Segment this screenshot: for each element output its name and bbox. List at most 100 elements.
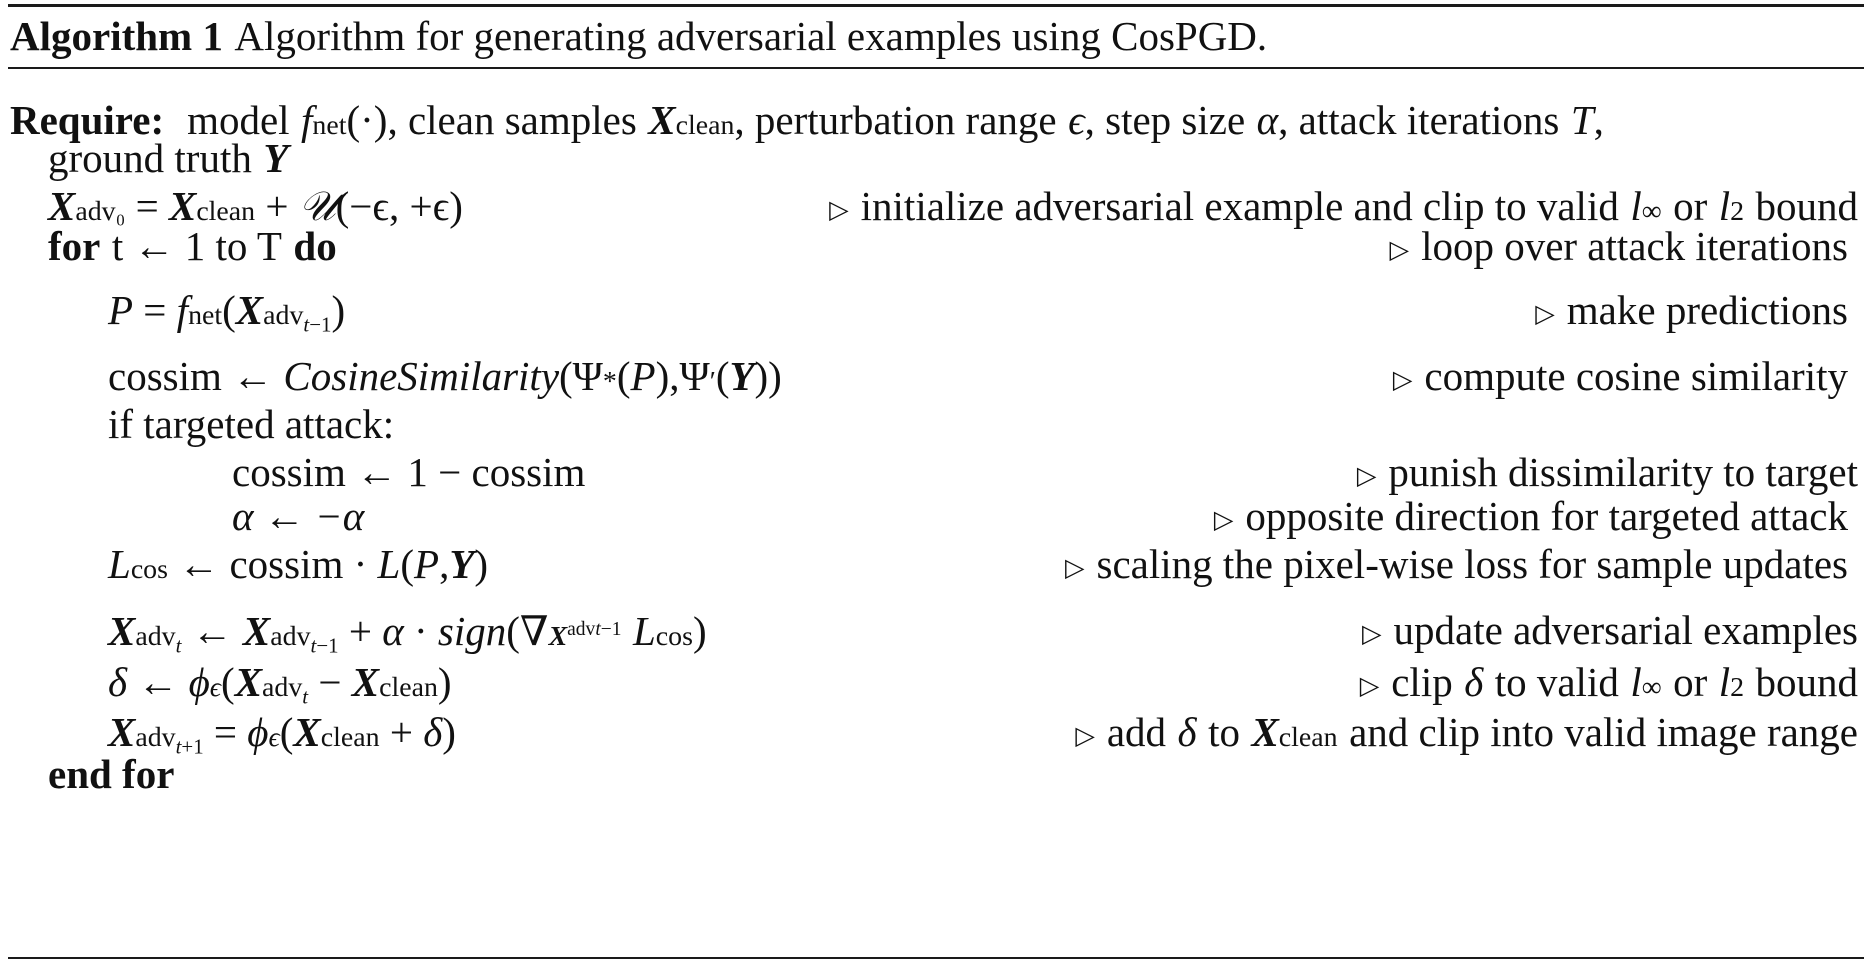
comment-cosine-text: compute cosine similarity <box>1424 353 1848 399</box>
algorithm-label: Algorithm 1 <box>10 13 223 59</box>
math-X: X <box>48 183 76 229</box>
comment-loop-text: loop over attack iterations <box>1421 223 1848 269</box>
for-body: t ← 1 to T <box>111 223 282 269</box>
cossim-code: cossim ← CosineSimilarity (Ψ*(P), Ψ′(Y)) <box>108 346 782 412</box>
init-comment: ▷ initialize adversarial example and cli… <box>829 176 1858 242</box>
opposite-comment: ▷ opposite direction for targeted attack <box>1214 486 1848 552</box>
loop-comment: ▷ loop over attack iterations <box>1390 216 1848 282</box>
comment-triangle-icon: ▷ <box>1359 672 1380 700</box>
math-alpha: α <box>382 607 404 654</box>
comment-add-end: and clip into valid image range <box>1349 709 1858 755</box>
cossim-line: cossim ← CosineSimilarity (Ψ*(P), Ψ′(Y))… <box>108 346 1848 406</box>
alpha-update-expr: −α <box>315 493 365 539</box>
math-f: f <box>301 97 313 143</box>
math-sign: sign <box>437 607 507 654</box>
comment-triangle-icon: ▷ <box>1389 236 1410 264</box>
require-iters-text: , attack iterations <box>1278 97 1560 143</box>
comment-bound: bound <box>1755 659 1859 705</box>
math-clean-sup: clean <box>675 110 735 141</box>
math-delta: δ <box>108 659 128 705</box>
math-cos-sub: cos <box>130 554 168 585</box>
comment-or: or <box>1673 183 1708 229</box>
math-X: X <box>242 607 271 654</box>
math-net-sub: net <box>312 110 347 141</box>
math-Psi: Ψ <box>679 353 710 399</box>
math-eps-sup: ϵ <box>209 672 222 703</box>
require-eps-text: , perturbation range <box>734 97 1057 143</box>
comment-add-text: add <box>1106 709 1167 755</box>
comment-opposite-text: opposite direction for targeted attack <box>1245 493 1848 539</box>
end-for-line: end for <box>48 744 1872 804</box>
end-for-keyword: end for <box>48 751 175 797</box>
math-delta: δ <box>423 709 443 755</box>
math-phi: ϕ <box>247 709 269 755</box>
require-ground-truth: ground truth <box>48 135 252 181</box>
math-net-sub: net <box>188 300 223 331</box>
math-P: P <box>414 541 440 587</box>
alpha-line: α ← −α ▷ opposite direction for targeted… <box>232 486 1848 546</box>
for-keyword: for <box>48 223 101 269</box>
comment-init-text: initialize adversarial example and clip … <box>860 183 1619 229</box>
require-alpha-text: , step size <box>1084 97 1246 143</box>
math-l: l <box>1718 183 1731 229</box>
comment-or: or <box>1673 659 1708 705</box>
math-L: L <box>632 607 656 654</box>
math-l: l <box>1630 183 1642 229</box>
math-clean-sup: clean <box>1278 722 1338 753</box>
math-X: X <box>1251 709 1279 755</box>
math-clean-sup: clean <box>379 672 438 703</box>
require-model-text: model <box>187 97 290 143</box>
math-phi: ϕ <box>188 659 210 705</box>
math-cosinesimilarity: CosineSimilarity <box>283 353 560 399</box>
cosine-comment: ▷ compute cosine similarity <box>1393 346 1848 412</box>
math-P: P <box>108 287 134 333</box>
cossim-update-expr: 1 − cossim <box>407 449 586 495</box>
math-T: T <box>1570 97 1594 143</box>
math-l: l <box>1630 659 1642 705</box>
math-clean-sup: clean <box>320 722 380 753</box>
math-X: X <box>108 709 136 755</box>
require-end-comma: , <box>1593 97 1604 143</box>
math-L: L <box>377 541 401 587</box>
comment-bound: bound <box>1755 183 1859 229</box>
algorithm-caption: Algorithm 1 Algorithm for generating adv… <box>10 6 1872 66</box>
math-cossim: cossim <box>229 541 344 587</box>
math-two-sub: 2 <box>1730 672 1745 703</box>
comment-triangle-icon: ▷ <box>829 196 849 224</box>
bottom-rule <box>8 957 1864 959</box>
comment-to: to <box>1208 709 1240 755</box>
comment-triangle-icon: ▷ <box>1535 300 1555 328</box>
math-f: f <box>176 287 189 333</box>
math-l: l <box>1718 659 1731 705</box>
math-Y: Y <box>449 541 475 587</box>
comment-scaling-text: scaling the pixel-wise loss for sample u… <box>1096 541 1849 587</box>
math-Y: Y <box>263 135 289 181</box>
do-keyword: do <box>293 223 337 269</box>
alpha-code: α ← −α <box>232 486 364 546</box>
math-alpha: α <box>232 493 254 539</box>
comment-clip-mid: to valid <box>1494 659 1619 705</box>
math-eps: ϵ <box>1068 97 1085 143</box>
comment-triangle-icon: ▷ <box>1356 462 1377 490</box>
scaling-comment: ▷ scaling the pixel-wise loss for sample… <box>1065 534 1848 600</box>
comment-punish-text: punish dissimilarity to target <box>1388 449 1858 495</box>
math-inf-sub: ∞ <box>1641 196 1662 227</box>
require-line-2: ground truth Y <box>48 128 1872 188</box>
math-X: X <box>168 183 197 229</box>
math-Y: Y <box>729 353 755 399</box>
math-X: X <box>234 659 263 705</box>
comment-update-text: update adversarial examples <box>1393 607 1858 653</box>
require-keyword: Require: <box>10 97 165 143</box>
comment-triangle-icon: ▷ <box>1064 554 1085 582</box>
